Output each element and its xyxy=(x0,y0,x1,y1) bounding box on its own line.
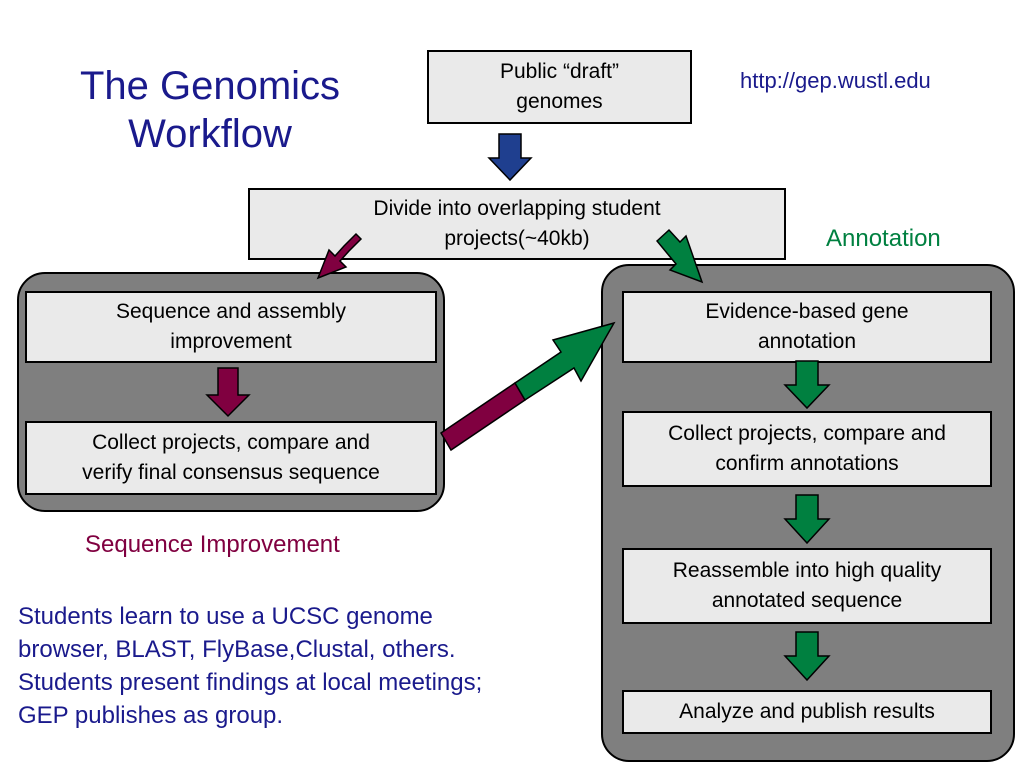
collect-annotations-text: Collect projects, compare and confirm an… xyxy=(668,422,946,475)
annotation-label: Annotation xyxy=(826,225,941,252)
arrow-annotation-to-collect xyxy=(783,360,831,410)
page-title: The Genomics Workflow xyxy=(79,64,341,156)
arrow-collect-to-reassemble xyxy=(783,494,831,545)
divide-projects-box: Divide into overlapping student projects… xyxy=(248,188,786,260)
collect-consensus-text: Collect projects, compare and verify fin… xyxy=(82,431,380,484)
students-note: Students learn to use a UCSC genome brow… xyxy=(18,603,483,729)
evidence-annotation-text: Evidence-based gene annotation xyxy=(705,300,909,353)
arrow-sequence-to-annotation-head xyxy=(513,321,616,402)
sequence-assembly-box: Sequence and assembly improvement xyxy=(25,291,437,363)
arrow-divide-to-sequence xyxy=(316,232,363,280)
collect-consensus-box: Collect projects, compare and verify fin… xyxy=(25,421,437,495)
evidence-annotation-box: Evidence-based gene annotation xyxy=(622,291,992,363)
draft-genomes-text: Public “draft” genomes xyxy=(499,60,620,113)
arrow-reassemble-to-publish xyxy=(783,631,831,682)
analyze-publish-text: Analyze and publish results xyxy=(679,700,935,723)
gep-url-link[interactable]: http://gep.wustl.edu xyxy=(740,68,931,93)
reassemble-box: Reassemble into high quality annotated s… xyxy=(622,548,992,624)
analyze-publish-box: Analyze and publish results xyxy=(622,690,992,734)
draft-genomes-box: Public “draft” genomes xyxy=(427,50,692,124)
sequence-assembly-text: Sequence and assembly improvement xyxy=(116,300,346,353)
arrow-sequence-to-collect xyxy=(205,367,251,418)
collect-annotations-box: Collect projects, compare and confirm an… xyxy=(622,411,992,487)
sequence-improvement-label: Sequence Improvement xyxy=(85,531,340,558)
arrow-sequence-to-annotation-tail xyxy=(439,381,527,452)
divide-projects-text: Divide into overlapping student projects… xyxy=(373,197,661,250)
arrow-divide-to-annotation xyxy=(655,228,704,284)
reassemble-text: Reassemble into high quality annotated s… xyxy=(672,559,942,612)
arrow-draft-to-divide xyxy=(487,133,533,182)
